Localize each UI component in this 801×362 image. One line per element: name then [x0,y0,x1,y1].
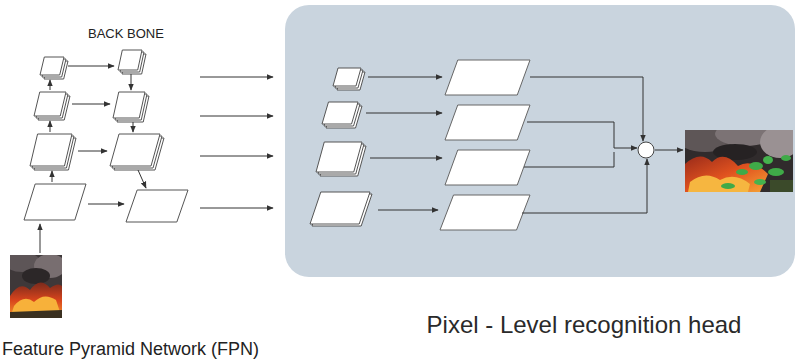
feature-map-stack [110,50,188,222]
flow-arrow [366,77,683,213]
merge-circle [638,142,654,158]
flow-arrow [40,66,273,253]
input-image [10,255,62,318]
output-image [685,130,793,192]
panel-heading: Pixel - Level recognition head [427,311,742,339]
upsample-block [440,60,530,230]
feature-map-stack [24,57,86,220]
head-panel: Pixel - Level recognition head [285,5,795,277]
section-title: BACK BONE [88,26,164,41]
head-illustration [285,5,795,277]
section-title: Feature Pyramid Network (FPN) [2,339,259,360]
feature-map-stack [310,68,372,226]
